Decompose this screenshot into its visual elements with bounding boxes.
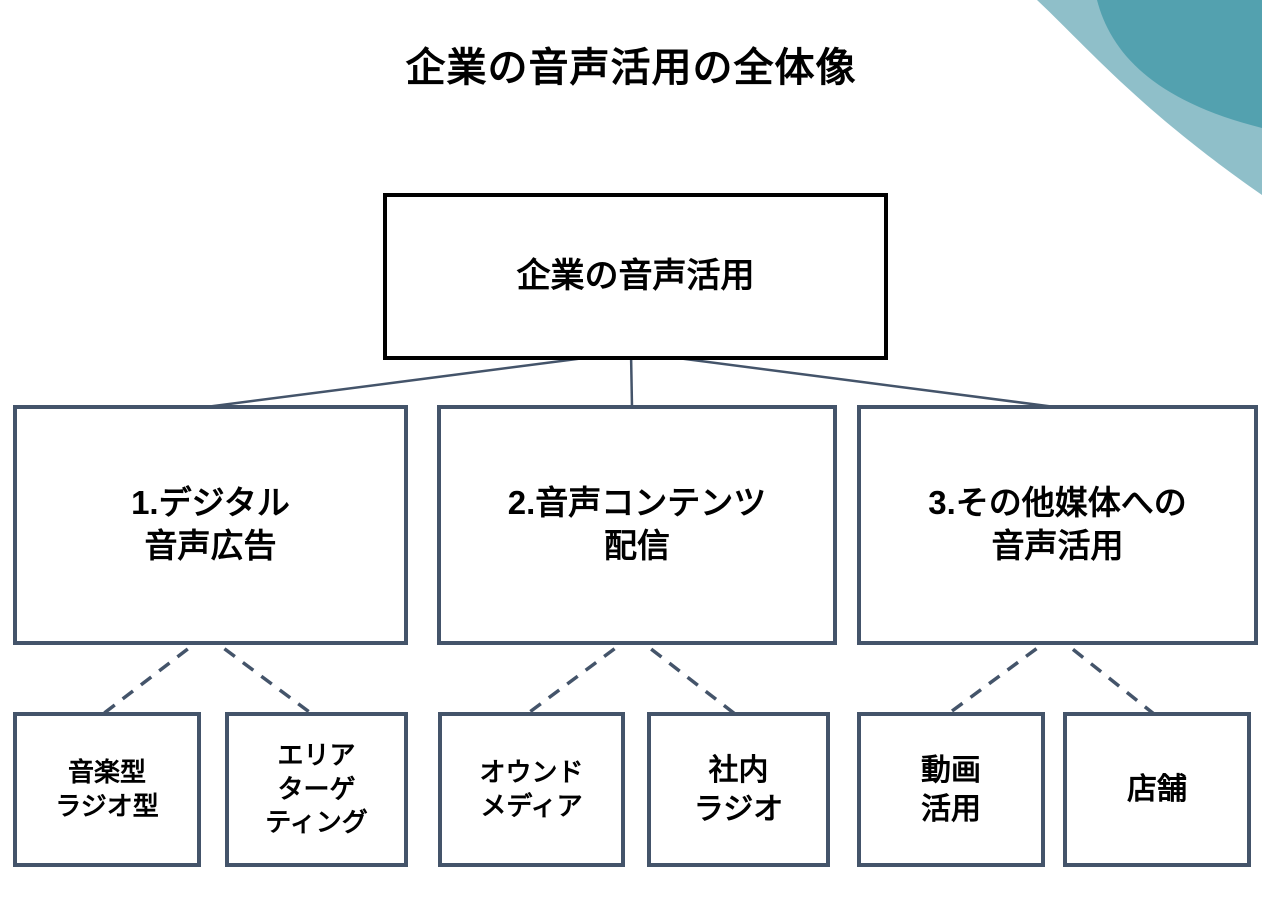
node-leaf5-label: 動画 活用 bbox=[921, 753, 981, 826]
node-leaf-store: 店舗 bbox=[1063, 712, 1251, 867]
page-title: 企業の音声活用の全体像 bbox=[0, 42, 1262, 94]
connector-root-to-branch1 bbox=[205, 350, 632, 409]
connector-root-to-branch3 bbox=[630, 350, 1056, 409]
node-leaf-video-use: 動画 活用 bbox=[857, 712, 1045, 867]
node-leaf6-label: 店舗 bbox=[1127, 773, 1187, 806]
node-branch2-label: 2.音声コンテンツ 配信 bbox=[507, 484, 767, 564]
node-leaf4-label: 社内 ラジオ bbox=[693, 753, 784, 826]
node-branch-other-media-audio-use: 3.その他媒体への 音声活用 bbox=[857, 405, 1258, 645]
node-root-corporate-audio-use: 企業の音声活用 bbox=[383, 193, 888, 360]
connector-branch3-to-leaf6 bbox=[1053, 633, 1156, 716]
node-leaf2-label: エリア ターゲ ティング bbox=[265, 739, 368, 838]
connector-root-to-branch2 bbox=[629, 351, 634, 408]
page-title-text: 企業の音声活用の全体像 bbox=[405, 46, 857, 90]
node-leaf-area-targeting: エリア ターゲ ティング bbox=[225, 712, 408, 867]
connector-branch1-to-leaf1 bbox=[101, 633, 208, 716]
node-branch3-label: 3.その他媒体への 音声活用 bbox=[928, 484, 1187, 564]
corner-wave-decoration bbox=[1037, 0, 1262, 195]
connector-branch1-to-leaf2 bbox=[204, 633, 314, 716]
node-leaf1-label: 音楽型 ラジオ型 bbox=[55, 756, 159, 821]
node-leaf-internal-radio: 社内 ラジオ bbox=[647, 712, 830, 867]
corner-wave-dark-shape bbox=[1097, 0, 1262, 128]
node-leaf-owned-media: オウンド メディア bbox=[438, 712, 625, 867]
node-leaf-music-radio-type: 音楽型 ラジオ型 bbox=[13, 712, 201, 867]
connector-branch2-to-leaf3 bbox=[525, 633, 635, 716]
connector-branch2-to-leaf4 bbox=[631, 633, 737, 716]
node-root-label: 企業の音声活用 bbox=[516, 257, 755, 296]
connector-branch3-to-leaf5 bbox=[946, 633, 1057, 716]
node-branch-audio-content-distribution: 2.音声コンテンツ 配信 bbox=[437, 405, 837, 645]
node-branch1-label: 1.デジタル 音声広告 bbox=[131, 484, 290, 564]
node-branch-digital-audio-ads: 1.デジタル 音声広告 bbox=[13, 405, 408, 645]
node-leaf3-label: オウンド メディア bbox=[479, 756, 584, 821]
